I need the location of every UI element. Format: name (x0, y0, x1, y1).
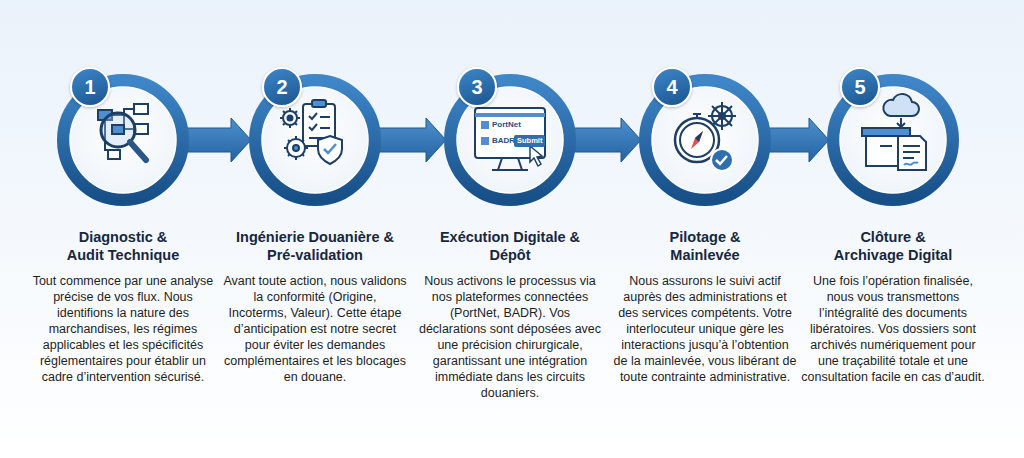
callout-number: 3 (471, 77, 482, 97)
step-title: Ingénierie Douanière & Pré-validation (233, 228, 397, 264)
archive-icon (862, 94, 926, 170)
clipboard-gear-icon (280, 100, 342, 164)
step-description: Une fois l’opération finalisée, nous vou… (801, 273, 985, 385)
step-number-badge: 4 (652, 67, 692, 107)
step-number-badge: 2 (262, 67, 302, 107)
platform-label: BADR (492, 136, 515, 146)
inner-disks (70, 87, 946, 193)
callout-number: 1 (84, 77, 95, 97)
flow-arrow (767, 118, 829, 162)
platform-label: PortNet (492, 120, 521, 130)
step-number-badge: 3 (457, 67, 497, 107)
magnifier-icon (98, 104, 148, 160)
step-title: Pilotage & Mainlevée (653, 228, 757, 264)
step-circle: Ingénierie Douanière & Pré-validationAva… (249, 74, 381, 206)
step-title: Clôture & Archivage Digital (826, 228, 960, 264)
compass-icon (675, 102, 736, 171)
step-title: Exécution Digitale & Dépôt (437, 228, 583, 264)
step-number-badge: 1 (70, 67, 110, 107)
callout-number: 5 (854, 77, 865, 97)
button-label: Submit (514, 135, 545, 147)
step-circle: Pilotage & MainlevéeNous assurons le sui… (639, 74, 771, 206)
monitor-icon (475, 108, 545, 170)
step-description: Nous activons le processus via nos plate… (418, 273, 602, 401)
flow-arrow (572, 118, 641, 162)
step-number-badge: 5 (840, 67, 880, 107)
flow-arrow (185, 118, 251, 162)
callout-number: 2 (276, 77, 287, 97)
callout-number: 4 (666, 77, 677, 97)
step-description: Avant toute action, nous validons la con… (223, 273, 407, 385)
step-description: Tout commence par une analyse précise de… (31, 273, 215, 385)
flow-arrow (377, 118, 446, 162)
step-description: Nous assurons le suivi actif auprès des … (613, 273, 797, 385)
step-circle: Clôture & Archivage DigitalUne fois l’op… (827, 74, 959, 206)
step-circle: Diagnostic & Audit TechniqueTout commenc… (57, 74, 189, 206)
step-title: Diagnostic & Audit Technique (59, 228, 187, 264)
